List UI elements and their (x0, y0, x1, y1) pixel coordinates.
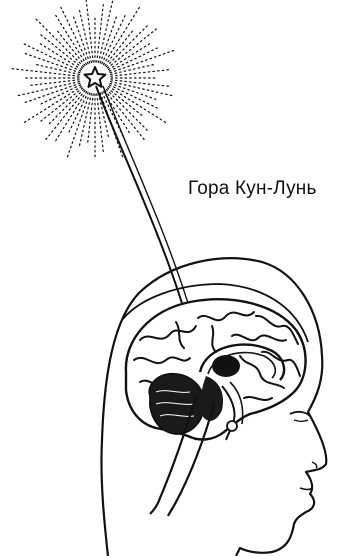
star-ray (108, 28, 158, 68)
star-ray (79, 10, 91, 63)
star-ray (106, 24, 148, 66)
star-ray (40, 88, 82, 122)
star-ray (23, 43, 81, 71)
star-ray (48, 89, 83, 124)
pituitary (227, 421, 237, 431)
star-icon (85, 67, 106, 87)
star-ray (40, 34, 82, 68)
star-ray (109, 43, 151, 70)
star-ray (29, 80, 79, 86)
star-ray (37, 65, 80, 75)
star-ray (45, 91, 85, 141)
star-ray (34, 17, 83, 66)
nostril (312, 462, 317, 468)
thalamus (212, 355, 240, 377)
star-ray (39, 43, 81, 70)
star-ray (23, 83, 80, 103)
star-ray (88, 94, 94, 144)
star-ray (23, 53, 80, 73)
mouth (300, 488, 312, 490)
star-ray (105, 91, 145, 141)
star-ray (79, 94, 91, 147)
star-ray (111, 65, 154, 75)
mount-kunlun-label: Гора Кун-Лунь (188, 178, 317, 200)
star-ray (60, 6, 88, 64)
